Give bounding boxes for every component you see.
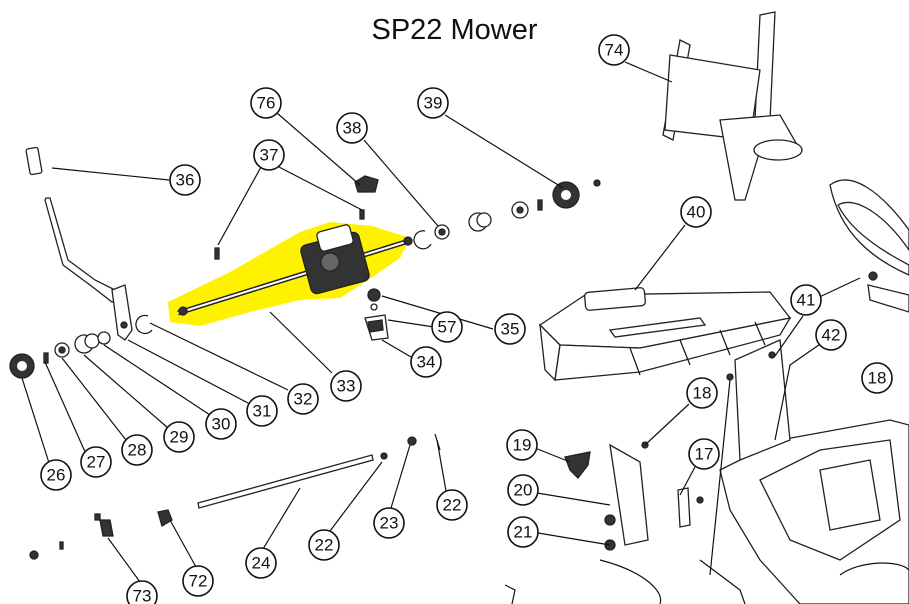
callout-31: 31: [246, 395, 278, 427]
callout-29-label: 29: [170, 428, 189, 447]
callout-57-label: 57: [438, 318, 457, 337]
belt: [829, 179, 909, 276]
mower-deck: [719, 339, 909, 604]
leader-lines: [21, 61, 871, 583]
callout-42-label: 42: [822, 326, 841, 345]
callout-28-label: 28: [128, 441, 147, 460]
callout-30-label: 30: [212, 415, 231, 434]
callout-72-label: 72: [189, 572, 208, 591]
callout-27-label: 27: [87, 453, 106, 472]
bottom-parts: [29, 433, 441, 560]
callout-76-label: 76: [257, 94, 276, 113]
callout-19-label: 19: [513, 436, 532, 455]
callout-20-label: 20: [514, 481, 533, 500]
callout-38-label: 38: [343, 119, 362, 138]
callout-74: 74: [598, 34, 630, 66]
callout-41: 41: [790, 284, 822, 316]
callout-20: 20: [507, 474, 539, 506]
callout-26-label: 26: [47, 466, 66, 485]
callout-26: 26: [40, 459, 72, 491]
callout-28: 28: [121, 434, 153, 466]
callout-73-label: 73: [133, 587, 152, 604]
callout-37-label: 37: [260, 146, 279, 165]
callout-33: 33: [330, 370, 362, 402]
callout-39: 39: [417, 87, 449, 119]
callout-38: 38: [336, 112, 368, 144]
part-74-deflector: [662, 11, 803, 201]
callout-72: 72: [182, 565, 214, 597]
callout-39-label: 39: [424, 94, 443, 113]
callout-29: 29: [163, 421, 195, 453]
callout-21: 21: [507, 516, 539, 548]
callout-36-label: 36: [176, 171, 195, 190]
callout-22-right-label: 22: [443, 496, 462, 515]
callout-40-label: 40: [687, 203, 706, 222]
callout-42: 42: [815, 319, 847, 351]
callout-32: 32: [287, 383, 319, 415]
callout-30: 30: [205, 408, 237, 440]
callout-27: 27: [80, 446, 112, 478]
callout-74-label: 74: [605, 41, 624, 60]
callout-17: 17: [688, 438, 720, 470]
callout-24: 24: [245, 547, 277, 579]
parts-35-57-34: [364, 288, 389, 341]
callout-22-label: 22: [315, 536, 334, 555]
part-36-lever: [25, 146, 133, 341]
callout-24-label: 24: [252, 554, 271, 573]
callout-33-label: 33: [337, 377, 356, 396]
diagram-title: SP22 Mower: [371, 14, 538, 46]
callout-57: 57: [431, 311, 463, 343]
callout-22: 22: [308, 529, 340, 561]
callout-23-label: 23: [380, 514, 399, 533]
wheel-hardware-left: [9, 314, 153, 379]
callout-35-label: 35: [501, 320, 520, 339]
shaft-hardware-right: [413, 179, 601, 250]
parts-17-21: [504, 441, 746, 604]
callout-22-right: 22: [436, 489, 468, 521]
right-bracket: [867, 284, 909, 313]
callout-17-label: 17: [695, 445, 714, 464]
transmission-axle: [177, 224, 413, 316]
callout-41-label: 41: [797, 291, 816, 310]
callout-34-label: 34: [417, 353, 436, 372]
callout-73: 73: [126, 580, 158, 604]
part-40-housing: [538, 287, 792, 382]
callout-18: 18: [686, 377, 718, 409]
callout-18-label: 18: [693, 384, 712, 403]
callout-31-label: 31: [253, 402, 272, 421]
callout-21-label: 21: [514, 523, 533, 542]
callout-76: 76: [250, 87, 282, 119]
callout-37: 37: [253, 139, 285, 171]
callout-18-right: 18: [861, 362, 893, 394]
callout-34: 34: [410, 346, 442, 378]
callout-23: 23: [373, 507, 405, 539]
callout-32-label: 32: [294, 390, 313, 409]
callout-40: 40: [680, 196, 712, 228]
callout-19: 19: [506, 429, 538, 461]
parts-76-37: [214, 175, 379, 260]
callout-36: 36: [169, 164, 201, 196]
callout-18-right-label: 18: [868, 369, 887, 388]
callout-35: 35: [494, 313, 526, 345]
